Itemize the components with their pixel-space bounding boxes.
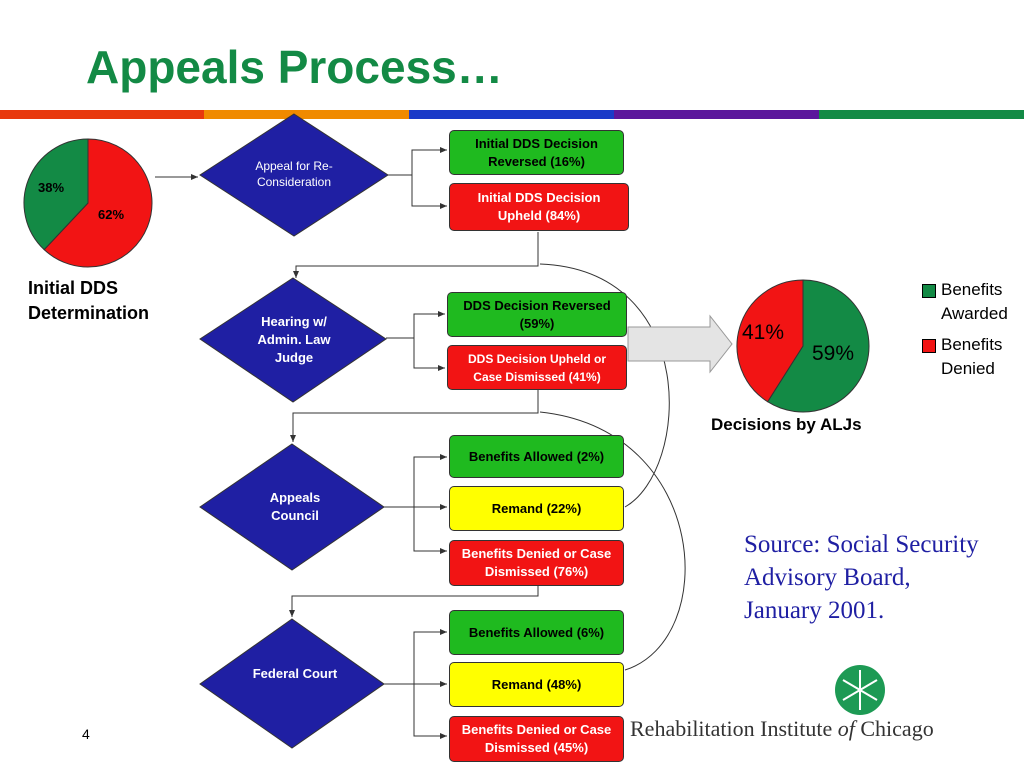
step1-label: Appeal for Re- Consideration (255, 159, 333, 189)
outcome-reconsideration-upheld: Initial DDS Decision Upheld (84%) (449, 183, 629, 231)
pie2-slice-41 (736, 279, 804, 403)
step3-label: Appeals Council (269, 490, 321, 523)
diamond-reconsideration (199, 113, 389, 237)
outcome-reconsideration-reversed: Initial DDS Decision Reversed (16%) (449, 130, 624, 175)
stripe-green (819, 110, 1024, 119)
step2-label: Hearing w/ Admin. Law Judge (257, 314, 331, 365)
stripe-blue (409, 110, 614, 119)
diamond-federal-court (199, 618, 385, 749)
slide-title: Appeals Process… (86, 41, 503, 93)
pie2-label-59: 59% (812, 342, 855, 365)
stripe-orange-red (0, 110, 204, 119)
logo-text-part1: Rehabilitation Institute (630, 716, 838, 741)
logo-text-part2: Chicago (854, 716, 934, 741)
legend-denied: Benefits Denied (941, 335, 1003, 378)
legend-awarded: Benefits Awarded (941, 280, 1008, 323)
pie-initial-dds (23, 138, 153, 268)
diamond-hearing (199, 277, 387, 403)
outcome-court-denied: Benefits Denied or Case Dismissed (45%) (449, 716, 624, 762)
step4-label: Federal Court (252, 666, 338, 681)
outcome-council-denied: Benefits Denied or Case Dismissed (76%) (449, 540, 624, 586)
outcome-council-allowed: Benefits Allowed (2%) (449, 435, 624, 478)
pie1-title: Initial DDS Determination (28, 278, 150, 323)
slide-number: 4 (82, 726, 90, 742)
source-note: Source: Social Security Advisory Board, … (744, 531, 979, 624)
pie2-slice-59 (766, 279, 870, 413)
legend-swatch-denied (922, 339, 936, 353)
logo-text-of: of (837, 716, 855, 741)
pie1-slice-62 (43, 138, 153, 268)
logo-snowflake-icon (835, 665, 885, 715)
legend-swatch-awarded (922, 284, 936, 298)
logo-text: Rehabilitation Institute of Chicago (630, 716, 934, 742)
outcome-hearing-upheld: DDS Decision Upheld or Case Dismissed (4… (447, 345, 627, 390)
outcome-hearing-reversed: DDS Decision Reversed (59%) (447, 292, 627, 337)
pie1-slice-38 (23, 138, 89, 251)
outcome-court-remand: Remand (48%) (449, 662, 624, 707)
outcome-council-remand: Remand (22%) (449, 486, 624, 531)
pie-decisions-by-aljs (736, 279, 870, 413)
diamond-appeals-council (199, 443, 385, 571)
pie1-label-38: 38% (38, 180, 65, 195)
stripe-purple (614, 110, 819, 119)
stripe-orange (204, 110, 409, 119)
pie2-label-41: 41% (742, 321, 785, 344)
pie1-label-62: 62% (98, 207, 125, 222)
big-arrow (627, 314, 733, 374)
outcome-court-allowed: Benefits Allowed (6%) (449, 610, 624, 655)
pie2-title: Decisions by ALJs (711, 415, 862, 434)
